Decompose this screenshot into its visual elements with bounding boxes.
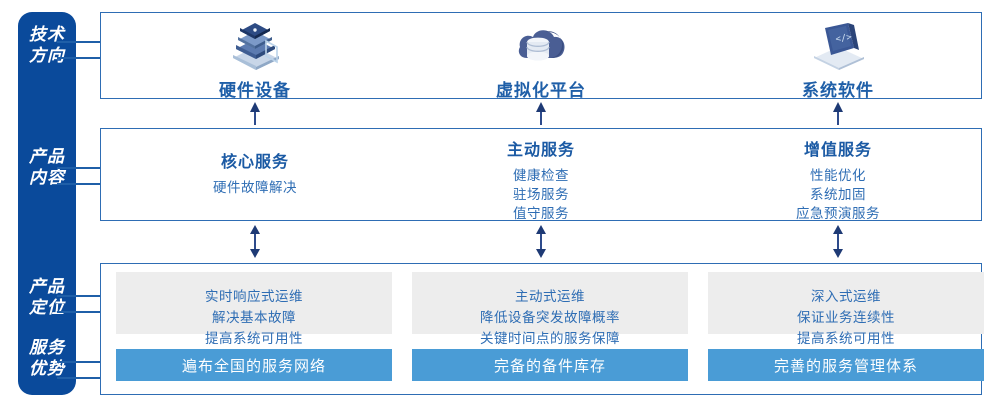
tech-label-hardware: 硬件设备 <box>219 81 291 100</box>
connector-advantage-1 <box>57 361 106 363</box>
tech-column-hardware[interactable]: 硬件设备 <box>155 14 355 101</box>
positioning-card-realtime[interactable]: 实时响应式运维 解决基本故障 提高系统可用性 <box>116 272 392 346</box>
connector-content-1 <box>57 167 106 169</box>
content-item: 驻场服务 <box>513 187 569 202</box>
content-column-proactive[interactable]: 主动服务 健康检查 驻场服务 值守服务 <box>421 136 661 223</box>
sidebar-label-line1: 产品 <box>29 147 65 166</box>
positioning-line: 主动式运维 <box>515 289 585 304</box>
content-item: 健康检查 <box>513 168 569 183</box>
svg-text:</>: </> <box>835 32 853 45</box>
content-column-value-added[interactable]: 增值服务 性能优化 系统加固 应急预演服务 <box>718 136 958 223</box>
content-item: 性能优化 <box>810 168 866 183</box>
content-item: 应急预演服务 <box>796 206 880 221</box>
positioning-line: 解决基本故障 <box>212 310 296 325</box>
positioning-line: 实时响应式运维 <box>205 289 303 304</box>
arrow-up-hardware <box>248 102 262 131</box>
arrow-bidirectional-core <box>248 225 262 263</box>
sidebar-label-line1: 技术 <box>29 25 65 44</box>
advantage-bar-spare-parts[interactable]: 完备的备件库存 <box>412 349 688 381</box>
content-item: 系统加固 <box>810 187 866 202</box>
content-item: 值守服务 <box>513 206 569 221</box>
content-title-value-added: 增值服务 <box>803 142 872 159</box>
sidebar-item-tech-direction[interactable]: 技术 方向 <box>18 24 76 66</box>
product-content-panel <box>100 128 982 221</box>
positioning-line: 提高系统可用性 <box>797 331 895 346</box>
arrow-up-virtualization <box>534 102 548 131</box>
sidebar-label-line2: 方向 <box>29 46 65 65</box>
content-item: 硬件故障解决 <box>213 180 297 195</box>
content-title-core: 核心服务 <box>220 154 289 171</box>
content-column-core[interactable]: 核心服务 硬件故障解决 <box>135 148 375 197</box>
positioning-line: 保证业务连续性 <box>797 310 895 325</box>
connector-tech-1 <box>57 41 106 43</box>
tech-column-virtualization[interactable]: 虚拟化平台 <box>441 14 641 101</box>
sidebar-label-line1: 服务 <box>29 338 65 357</box>
advantage-bar-network[interactable]: 遍布全国的服务网络 <box>116 349 392 381</box>
cloud-database-icon <box>441 14 641 70</box>
tech-column-software[interactable]: </> 系统软件 <box>738 14 938 101</box>
sidebar-rail <box>18 12 76 395</box>
sidebar-item-service-advantage[interactable]: 服务 优势 <box>18 337 76 379</box>
connector-advantage-2 <box>57 377 106 379</box>
sidebar-label-line2: 内容 <box>29 168 65 187</box>
sidebar-label-line2: 优势 <box>29 359 65 378</box>
connector-content-2 <box>57 183 106 185</box>
server-stack-icon <box>155 14 355 70</box>
sidebar-label-line2: 定位 <box>29 298 65 317</box>
positioning-card-deep[interactable]: 深入式运维 保证业务连续性 提高系统可用性 <box>708 272 984 346</box>
laptop-code-icon: </> <box>738 14 938 70</box>
arrow-bidirectional-value-added <box>831 225 845 263</box>
connector-tech-2 <box>57 57 106 59</box>
tech-label-virtualization: 虚拟化平台 <box>496 81 586 100</box>
tech-label-software: 系统软件 <box>802 81 874 100</box>
positioning-line: 关键时间点的服务保障 <box>480 331 620 346</box>
arrow-bidirectional-proactive <box>534 225 548 263</box>
arrow-up-software <box>831 102 845 131</box>
positioning-line: 降低设备突发故障概率 <box>480 310 620 325</box>
connector-positioning-1 <box>57 295 106 297</box>
advantage-bar-management[interactable]: 完善的服务管理体系 <box>708 349 984 381</box>
connector-positioning-2 <box>57 311 106 313</box>
positioning-line: 提高系统可用性 <box>205 331 303 346</box>
sidebar-label-line1: 产品 <box>29 277 65 296</box>
sidebar-item-product-content[interactable]: 产品 内容 <box>18 146 76 188</box>
sidebar-item-product-positioning[interactable]: 产品 定位 <box>18 276 76 318</box>
positioning-line: 深入式运维 <box>811 289 881 304</box>
content-title-proactive: 主动服务 <box>506 142 575 159</box>
positioning-card-proactive[interactable]: 主动式运维 降低设备突发故障概率 关键时间点的服务保障 <box>412 272 688 346</box>
